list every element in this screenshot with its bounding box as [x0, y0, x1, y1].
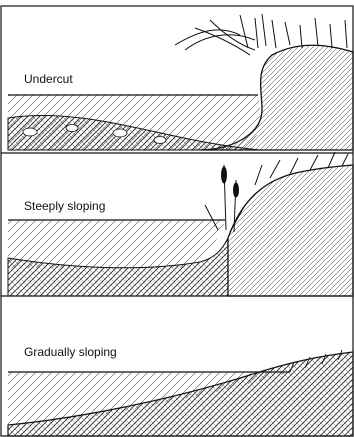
panel-label-undercut: Undercut	[24, 72, 73, 86]
panel-label-steeply-sloping: Steeply sloping	[24, 199, 105, 213]
panel-gradual-illustration	[8, 350, 353, 436]
panel-steep-illustration	[8, 152, 353, 296]
bank-steep	[228, 165, 353, 296]
water-steep	[8, 220, 225, 268]
panel-label-gradually-sloping: Gradually sloping	[24, 345, 117, 359]
